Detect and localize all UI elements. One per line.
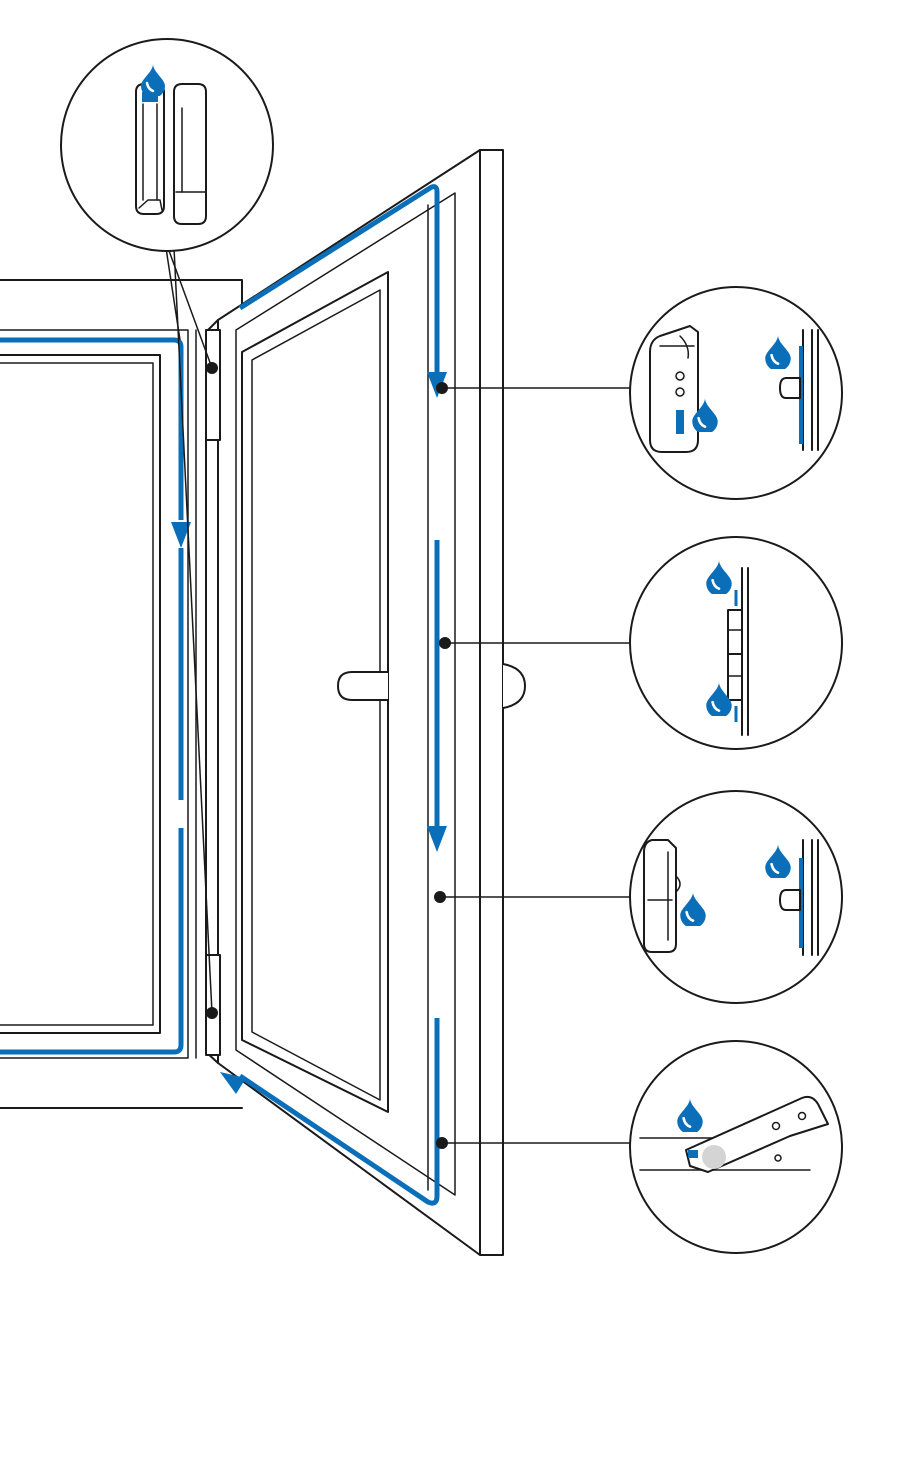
flow-arrow-icon <box>220 1072 246 1094</box>
fixed-frame-flow <box>0 337 191 1055</box>
point-marker <box>434 891 446 903</box>
point-marker <box>206 362 218 374</box>
flow-arrow-icon <box>171 522 191 548</box>
flow-arrow-icon <box>427 826 447 852</box>
detail-lock-cam <box>629 286 843 500</box>
hinge-blocks <box>205 329 221 1056</box>
point-marker <box>436 1137 448 1149</box>
detail-strike-plate <box>629 536 843 750</box>
window-handle <box>337 671 389 701</box>
point-marker <box>439 637 451 649</box>
detail-corner-roller <box>629 1040 843 1254</box>
detail-lower-lock-cam <box>629 790 843 1004</box>
point-marker <box>206 1007 218 1019</box>
detail-hinge <box>60 38 274 252</box>
open-sash <box>205 149 526 1256</box>
callout-lines <box>165 247 630 1149</box>
point-marker <box>436 382 448 394</box>
sash-flow <box>220 184 447 1206</box>
